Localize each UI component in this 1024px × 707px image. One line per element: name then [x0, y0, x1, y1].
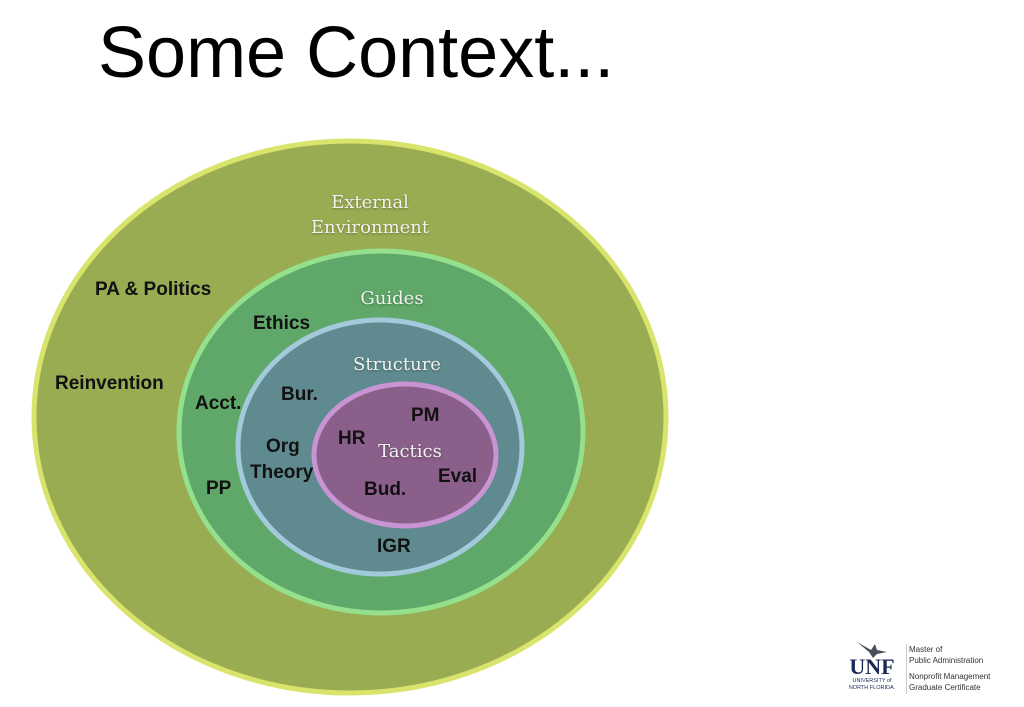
- osprey-icon: [857, 642, 887, 658]
- label-bur: Bur.: [281, 384, 318, 405]
- unf-logo: UNF UNIVERSITY of NORTH FLORIDA. Master …: [843, 640, 1013, 700]
- label-theory: Theory: [250, 462, 314, 483]
- label-bud: Bud.: [364, 479, 407, 500]
- label-hr: HR: [338, 428, 366, 449]
- label-reinvention: Reinvention: [55, 373, 164, 394]
- label-pp: PP: [206, 478, 232, 499]
- label-acct: Acct.: [195, 393, 242, 414]
- ring-label-tactics: Tactics: [378, 441, 442, 462]
- program-mpa: Master of Public Administration: [909, 644, 983, 666]
- program-line-4: Graduate Certificate: [909, 683, 981, 692]
- unf-north-florida: NORTH FLORIDA.: [848, 685, 896, 691]
- label-eval: Eval: [438, 466, 478, 487]
- program-nonprofit: Nonprofit Management Graduate Certificat…: [909, 671, 990, 693]
- logo-divider: [906, 644, 907, 694]
- label-ethics: Ethics: [253, 313, 311, 334]
- ring-label-external: External: [331, 192, 409, 213]
- unf-subtitle: UNIVERSITY of NORTH FLORIDA.: [843, 678, 901, 692]
- ring-label-guides: Guides: [360, 288, 424, 309]
- program-line-2: Public Administration: [909, 656, 984, 665]
- program-line-1: Master of: [909, 645, 943, 654]
- label-pm: PM: [411, 405, 440, 426]
- ring-label-structure: Structure: [353, 354, 441, 375]
- slide-title: Some Context...: [98, 13, 615, 93]
- label-org: Org: [266, 436, 300, 457]
- program-line-3: Nonprofit Management: [909, 672, 991, 681]
- tactics-ring: [311, 381, 499, 529]
- label-igr: IGR: [377, 536, 411, 557]
- label-pa-politics: PA & Politics: [95, 279, 212, 300]
- ring-label-environment: Environment: [310, 217, 430, 238]
- unf-university: UNIVERSITY of: [852, 678, 892, 684]
- unf-wordmark: UNF: [849, 654, 895, 679]
- ring-label-external-environment: External Environment: [310, 190, 430, 240]
